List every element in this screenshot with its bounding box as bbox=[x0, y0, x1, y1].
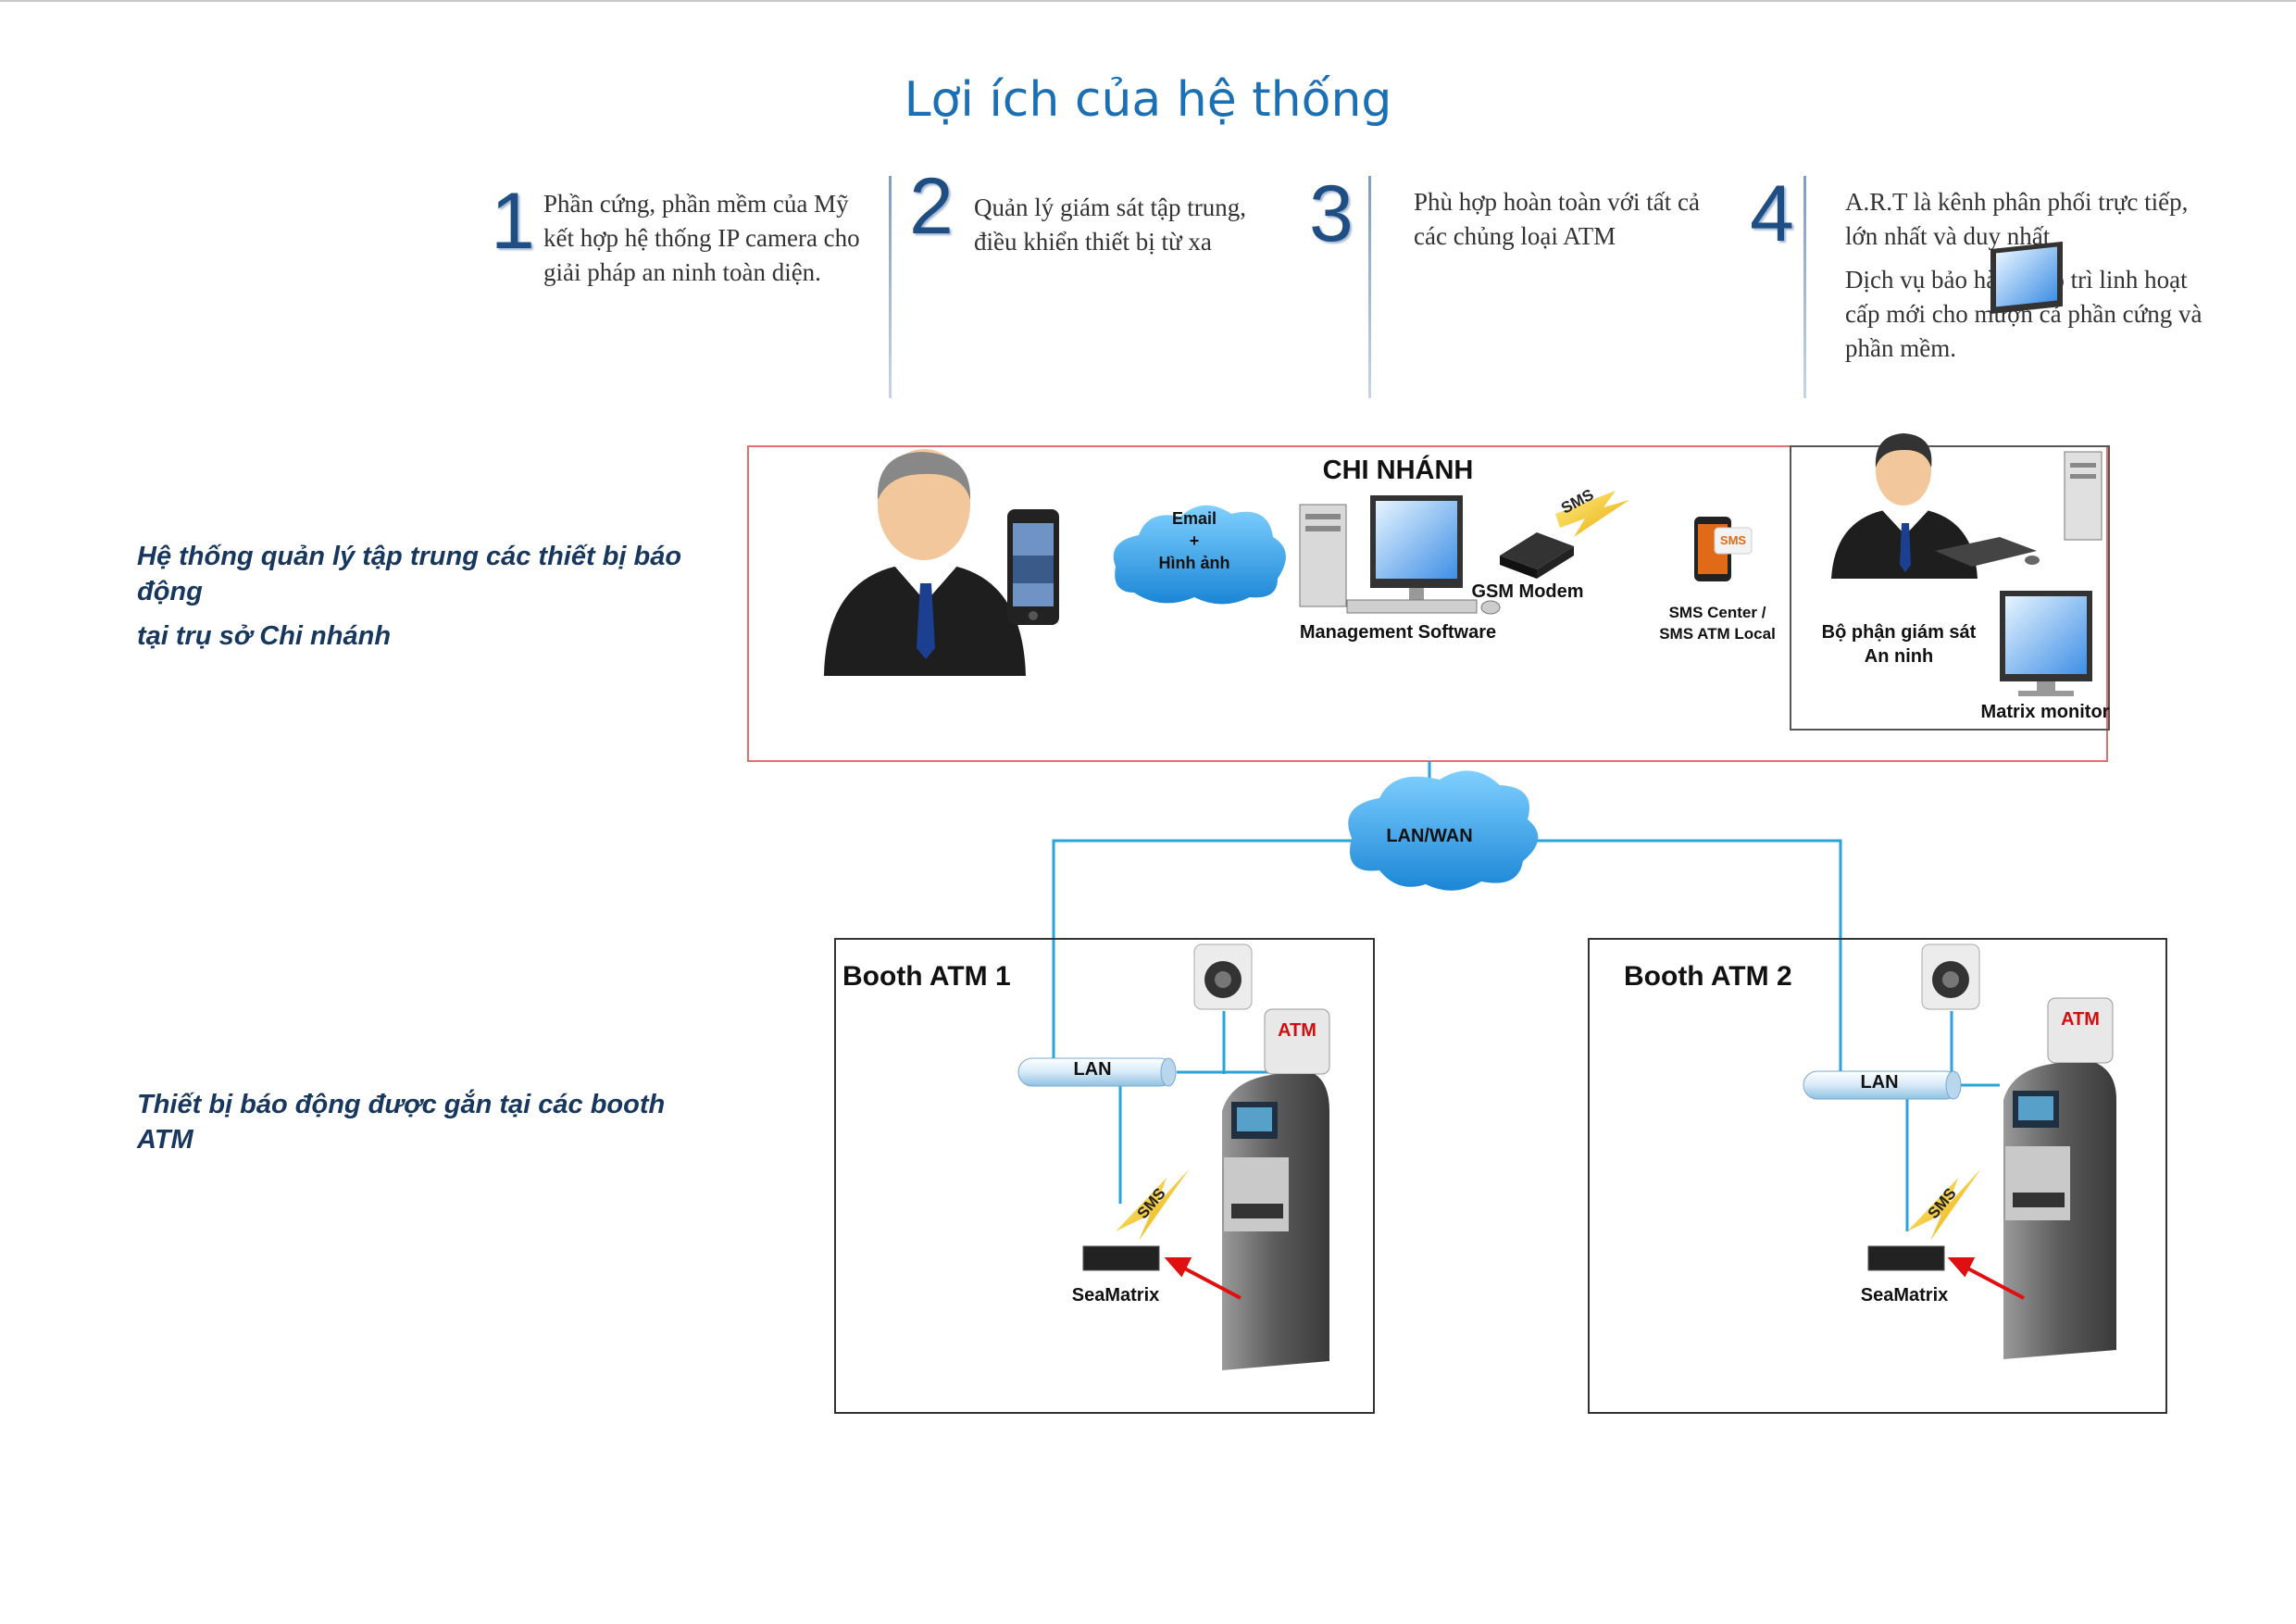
sms-signal-icon bbox=[1555, 491, 1629, 537]
ip-camera-icon bbox=[1921, 943, 1980, 1010]
seamatrix-label-2: SeaMatrix bbox=[1860, 1285, 1949, 1305]
booth-box-1 bbox=[834, 938, 1375, 1414]
benefit-number-2: 2 bbox=[909, 162, 954, 251]
management-computer-icon bbox=[1299, 495, 1501, 615]
email-cloud-icon bbox=[1113, 505, 1286, 605]
cloud-email-text: Email bbox=[1171, 509, 1217, 528]
booth-title-1: Booth ATM 1 bbox=[842, 961, 1011, 992]
benefit-divider bbox=[1368, 176, 1371, 398]
seamatrix-label-1: SeaMatrix bbox=[1071, 1285, 1160, 1305]
atm-sign-2: ATM bbox=[2061, 1009, 2100, 1030]
security-dept-line: An ninh bbox=[1864, 646, 1934, 667]
cloud-image-text: Hình ảnh bbox=[1158, 554, 1230, 572]
sms-center-line: SMS ATM Local bbox=[1659, 625, 1776, 643]
lanwan-label: LAN/WAN bbox=[1386, 826, 1473, 846]
gsm-modem-icon bbox=[1500, 532, 1574, 579]
lan-pipe-2 bbox=[1803, 1070, 1962, 1100]
security-dept-label: Bộ phận giám sát An ninh bbox=[1796, 620, 2002, 668]
sms-center-label: SMS Center / SMS ATM Local bbox=[1629, 602, 1805, 644]
atm-machine-icon bbox=[1222, 1008, 1330, 1370]
branch-box bbox=[747, 445, 2108, 762]
lanwan-cloud-icon bbox=[1348, 770, 1539, 891]
security-computer-icon bbox=[1935, 241, 2103, 567]
benefit-text-3: Phù hợp hoàn toàn với tất cả các chủng l… bbox=[1414, 185, 1728, 263]
seamatrix-device-icon bbox=[1082, 1245, 1160, 1271]
booth-box-2 bbox=[1588, 938, 2167, 1414]
manager-person-icon bbox=[824, 449, 1026, 676]
benefit-2-line: Quản lý giám sát tập trung, điều khiển t… bbox=[974, 194, 1246, 256]
benefit-number-3: 3 bbox=[1309, 169, 1354, 258]
branch-caption-line: tại trụ sở Chi nhánh bbox=[137, 621, 392, 651]
booth-title-2: Booth ATM 2 bbox=[1624, 961, 1792, 992]
branch-title: CHI NHÁNH bbox=[1322, 456, 1474, 485]
branch-caption: Hệ thống quản lý tập trung các thiết bị … bbox=[137, 539, 711, 663]
gsm-modem-label: GSM Modem bbox=[1471, 581, 1584, 602]
lan-label-2: LAN bbox=[1860, 1072, 1899, 1093]
benefit-number-4: 4 bbox=[1750, 169, 1794, 258]
alarm-arrow-icon bbox=[1164, 1257, 1242, 1300]
booth-caption: Thiết bị báo động được gắn tại các booth… bbox=[137, 1090, 666, 1155]
seamatrix-device-icon bbox=[1867, 1245, 1945, 1271]
management-software-label: Management Software bbox=[1299, 622, 1497, 643]
benefit-1-line: Phần cứng, phần mềm của Mỹ kết hợp hệ th… bbox=[543, 190, 860, 286]
sms-phone-icon bbox=[1694, 517, 1753, 581]
matrix-monitor-label: Matrix monitor bbox=[1980, 702, 2110, 722]
matrix-monitor-icon bbox=[2000, 591, 2092, 696]
security-box bbox=[1790, 445, 2110, 731]
ip-camera-icon bbox=[1193, 943, 1253, 1010]
top-rule bbox=[0, 0, 2296, 2]
alarm-arrow-icon bbox=[1947, 1257, 2025, 1300]
benefit-3-line: Phù hợp hoàn toàn với tất cả các chủng l… bbox=[1414, 188, 1700, 250]
sms-signal-icon bbox=[1116, 1168, 1190, 1241]
cloud-plus-text: + bbox=[1189, 531, 1200, 550]
atm-machine-icon bbox=[2003, 997, 2116, 1359]
email-cloud-label: Email + Hình ảnh bbox=[1148, 507, 1241, 574]
benefit-divider bbox=[889, 176, 892, 398]
sms-center-line: SMS Center / bbox=[1668, 604, 1766, 621]
lan-pipe-1 bbox=[1017, 1057, 1177, 1087]
smartphone-icon bbox=[1007, 509, 1059, 625]
security-person-icon bbox=[1831, 433, 1978, 579]
sms-phone-badge: SMS bbox=[1719, 533, 1747, 547]
page-title: Lợi ích của hệ thống bbox=[904, 72, 1392, 128]
benefit-divider bbox=[1803, 176, 1806, 398]
benefit-text-2: Quản lý giám sát tập trung, điều khiển t… bbox=[974, 191, 1279, 269]
security-dept-line: Bộ phận giám sát bbox=[1821, 622, 1977, 643]
lan-label-1: LAN bbox=[1073, 1059, 1112, 1080]
benefit-number-1: 1 bbox=[491, 177, 535, 266]
branch-caption-line: Hệ thống quản lý tập trung các thiết bị … bbox=[137, 542, 682, 606]
benefit-text-1: Phần cứng, phần mềm của Mỹ kết hợp hệ th… bbox=[543, 187, 877, 299]
atm-sign-1: ATM bbox=[1278, 1020, 1316, 1041]
benefit-4-line: A.R.T là kênh phân phối trực tiếp, lớn n… bbox=[1845, 188, 2189, 250]
sms-signal-icon bbox=[1907, 1168, 1981, 1241]
